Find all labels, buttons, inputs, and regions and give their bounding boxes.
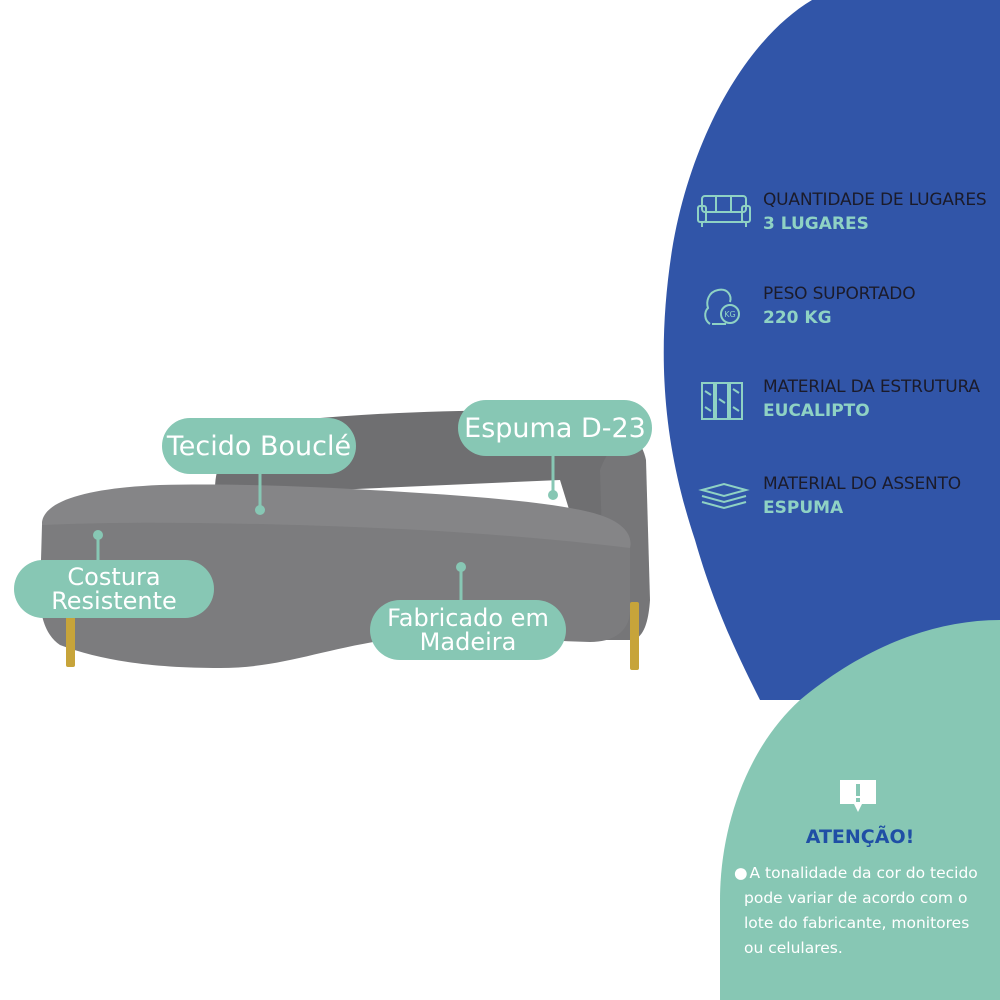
- foam-layers-icon: [698, 482, 750, 510]
- blue-panel: [663, 0, 1000, 700]
- spec-estrutura-value: EUCALIPTO: [763, 401, 870, 421]
- warning-text: ●A tonalidade da cor do tecido pode vari…: [734, 861, 994, 961]
- callout-fabricado-line1: Fabricado em: [387, 604, 549, 632]
- sofa-icon: [697, 195, 751, 227]
- spec-row-peso: KG PESO SUPORTADO 220 KG: [696, 284, 996, 344]
- wood-planks-icon: [701, 382, 743, 420]
- spec-peso-value: 220 KG: [763, 308, 832, 328]
- callout-tecido-text: Tecido Bouclé: [166, 430, 352, 462]
- spec-estrutura-label: MATERIAL DA ESTRUTURA: [763, 377, 980, 397]
- callout-fabricado: Fabricado em Madeira: [370, 600, 566, 660]
- callout-espuma: Espuma D-23: [458, 400, 652, 456]
- spec-lugares-value: 3 LUGARES: [763, 214, 869, 234]
- callout-espuma-text: Espuma D-23: [464, 412, 646, 444]
- warning-bullet: ●: [734, 864, 748, 882]
- spec-lugares-label: QUANTIDADE DE LUGARES: [763, 190, 987, 210]
- callout-costura-line2: Resistente: [51, 587, 177, 615]
- spec-row-estrutura: MATERIAL DA ESTRUTURA EUCALIPTO: [696, 377, 996, 437]
- warning-line-1: ●A tonalidade da cor do tecido: [734, 861, 994, 886]
- warning-line-1-text: A tonalidade da cor do tecido: [749, 864, 978, 882]
- mint-panel: [720, 620, 1000, 1000]
- callout-costura: Costura Resistente: [14, 560, 214, 618]
- warning-line-4: ou celulares.: [744, 939, 843, 957]
- alert-message-icon: [840, 780, 876, 812]
- warning-title: ATENÇÃO!: [805, 826, 915, 848]
- spec-row-assento: MATERIAL DO ASSENTO ESPUMA: [696, 474, 996, 534]
- spec-peso-label: PESO SUPORTADO: [763, 284, 916, 304]
- warning-line-3: lote do fabricante, monitores: [744, 914, 970, 932]
- warning-line-2: pode variar de acordo com o: [744, 889, 968, 907]
- svg-text:KG: KG: [724, 310, 735, 319]
- callout-tecido-boucle: Tecido Bouclé: [162, 418, 356, 474]
- callout-fabricado-line2: Madeira: [419, 628, 517, 656]
- spec-row-lugares: QUANTIDADE DE LUGARES 3 LUGARES: [696, 190, 996, 250]
- spec-assento-value: ESPUMA: [763, 498, 844, 518]
- spec-assento-label: MATERIAL DO ASSENTO: [763, 474, 961, 494]
- weight-kg-icon: KG: [704, 288, 740, 325]
- callout-costura-line1: Costura: [67, 563, 161, 591]
